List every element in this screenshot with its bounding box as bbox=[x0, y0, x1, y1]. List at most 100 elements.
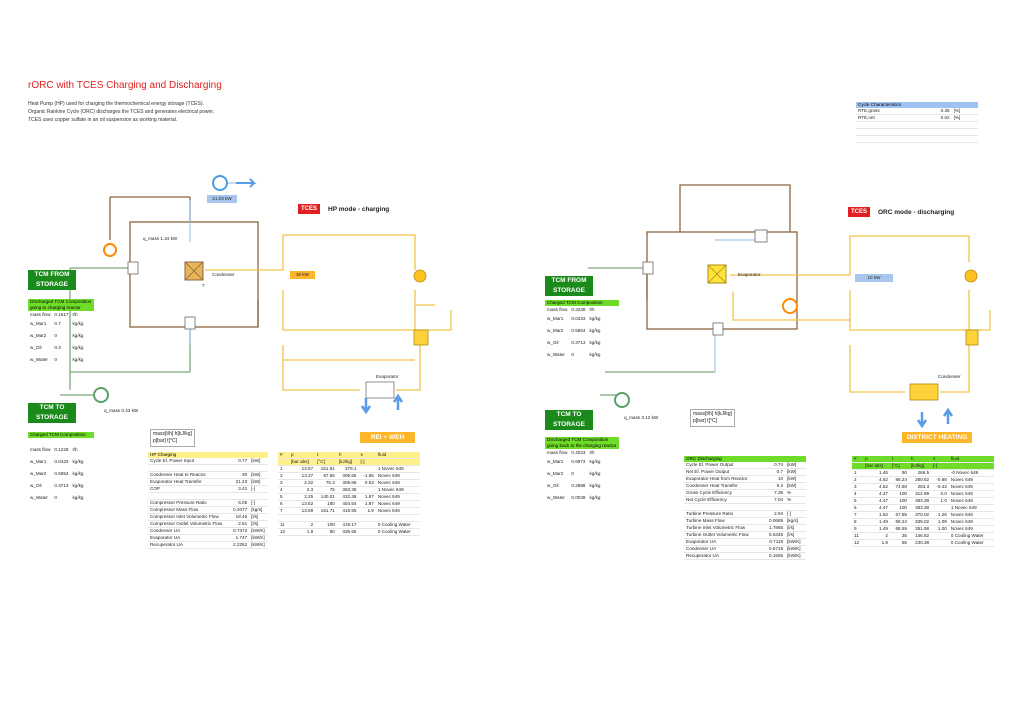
hp-mode-title: HP mode - charging bbox=[328, 206, 390, 213]
hp-state-row bbox=[278, 514, 420, 522]
hp-legend: mass[t/h] h[kJ/kg]p[bar] t[°C] bbox=[150, 429, 195, 447]
tces-tag-orc: TCES bbox=[848, 207, 871, 217]
compressor-icon bbox=[413, 269, 427, 283]
orc-legend: mass[t/h] h[kJ/kg]p[bar] t[°C] bbox=[690, 409, 735, 427]
hp-loss-bottom: q_mass 0.43 kW bbox=[104, 408, 139, 413]
hp-node-7: 7 bbox=[202, 283, 205, 288]
heat-exchanger-icon bbox=[754, 229, 768, 243]
evaporator-icon bbox=[365, 381, 395, 399]
orc-mode-title: ORC mode - discharging bbox=[878, 209, 955, 216]
hp-evaporator-label: Evaporator bbox=[376, 374, 399, 379]
hp-state-units: [bar abs][°C][kJ/kg][-] bbox=[278, 458, 420, 466]
page-title: rORC with TCES Charging and Discharging bbox=[28, 80, 222, 91]
orc-state-units: [bar abs][°C][kJ/kg][-] bbox=[852, 462, 994, 470]
hp-heat-box: 30 kW bbox=[290, 271, 315, 279]
valve-icon bbox=[642, 261, 654, 275]
rei-weh-box: REI + WEH bbox=[360, 432, 415, 443]
orc-heat-box: 10 kW bbox=[855, 274, 893, 282]
hp-loss-top: q_mass 1.34 kW bbox=[143, 236, 178, 241]
cycle-char-title: Cycle Characteristics bbox=[856, 102, 978, 108]
hp-perf-row bbox=[148, 492, 268, 500]
district-heating-box: DISTRICT HEATING bbox=[902, 432, 972, 443]
heater-icon bbox=[782, 298, 798, 314]
tcm-pump-icon bbox=[614, 392, 630, 408]
pump-icon bbox=[212, 175, 228, 191]
turbine-icon bbox=[964, 269, 978, 283]
orc-loss: q_mass 3.12 kW bbox=[624, 415, 659, 420]
tces-tag-hp: TCES bbox=[298, 204, 321, 214]
orc-discharged-composition: Discharged TCM Composition going back to… bbox=[545, 437, 619, 504]
orc-perf-row bbox=[684, 503, 806, 511]
valve-icon bbox=[184, 316, 196, 330]
heater-icon bbox=[103, 243, 117, 257]
orc-evaporator-label: Evaporator bbox=[738, 272, 761, 277]
description: Heat Pump (HP) used for charging the the… bbox=[28, 101, 215, 123]
orc-condenser-label: Condenser bbox=[938, 374, 961, 379]
hp-power-box: 21.03 kW bbox=[207, 195, 237, 203]
tcm-pump-icon bbox=[93, 387, 109, 403]
valve-icon bbox=[712, 322, 724, 336]
hp-discharged-composition: Discharged TCM Composition going to char… bbox=[28, 299, 94, 366]
hp-perf-row bbox=[148, 464, 268, 472]
condenser-icon bbox=[909, 383, 939, 401]
hp-condenser-label: Condenser bbox=[212, 272, 235, 277]
valve-icon bbox=[127, 261, 139, 275]
